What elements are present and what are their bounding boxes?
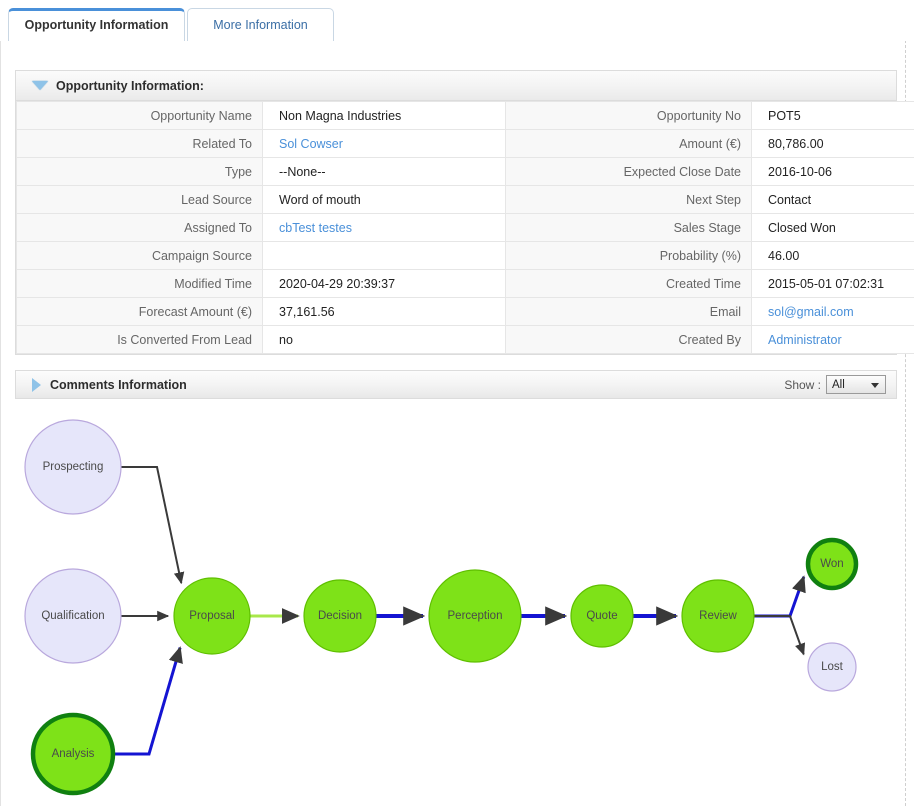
- section-header[interactable]: Opportunity Information:: [16, 71, 896, 101]
- field-label: Type: [16, 157, 263, 186]
- node-circle[interactable]: [570, 584, 634, 648]
- field-value[interactable]: cbTest testes: [262, 213, 506, 242]
- flow-edge-review-to-lost: [754, 615, 806, 656]
- field-label: Lead Source: [16, 185, 263, 214]
- flow-node-proposal[interactable]: Proposal: [173, 577, 251, 655]
- field-label: Is Converted From Lead: [16, 325, 263, 354]
- field-value: Closed Won: [751, 213, 914, 242]
- node-circle[interactable]: [30, 712, 116, 796]
- tab-label: More Information: [213, 18, 308, 32]
- field-value: --None--: [262, 157, 506, 186]
- tab-opportunity-information[interactable]: Opportunity Information: [8, 8, 185, 41]
- field-value: Word of mouth: [262, 185, 506, 214]
- flow-edge-review-to-won: [754, 575, 806, 618]
- flow-node-analysis[interactable]: Analysis: [30, 712, 116, 796]
- chevron-down-icon: [871, 383, 879, 388]
- field-label: Email: [505, 297, 752, 326]
- field-value: Non Magna Industries: [262, 101, 506, 130]
- node-circle[interactable]: [24, 568, 122, 664]
- show-select[interactable]: All: [826, 375, 886, 394]
- field-label: Amount (€): [505, 129, 752, 158]
- field-value: Contact: [751, 185, 914, 214]
- flow-node-decision[interactable]: Decision: [303, 579, 377, 653]
- field-value: 80,786.00: [751, 129, 914, 158]
- section-title: Opportunity Information:: [56, 78, 204, 93]
- triangle-down-icon[interactable]: [32, 81, 48, 90]
- field-value-link[interactable]: sol@gmail.com: [768, 304, 854, 319]
- field-label: Opportunity No: [505, 101, 752, 130]
- field-value: 37,161.56: [262, 297, 506, 326]
- tab-label: Opportunity Information: [24, 18, 169, 32]
- field-label: Modified Time: [16, 269, 263, 298]
- field-label: Probability (%): [505, 241, 752, 270]
- flow-edge-analysis-to-proposal: [113, 646, 183, 756]
- table-row: Related To Sol Cowser Amount (€)80,786.00: [16, 129, 914, 158]
- field-value: [262, 241, 506, 270]
- field-label: Related To: [16, 129, 263, 158]
- field-value-link[interactable]: Sol Cowser: [279, 136, 343, 151]
- comments-information-header[interactable]: Comments Information Show : All: [15, 370, 897, 399]
- field-label: Sales Stage: [505, 213, 752, 242]
- node-circle[interactable]: [807, 642, 857, 692]
- node-circle[interactable]: [805, 537, 859, 591]
- flow-edge-prospecting-to-proposal: [121, 466, 185, 585]
- tab-more-information[interactable]: More Information: [187, 8, 334, 41]
- flow-node-qualification[interactable]: Qualification: [24, 568, 122, 664]
- node-circle[interactable]: [24, 419, 122, 515]
- node-circle[interactable]: [303, 579, 377, 653]
- flow-node-won[interactable]: Won: [805, 537, 859, 591]
- field-value[interactable]: Sol Cowser: [262, 129, 506, 158]
- table-row: Campaign Source Probability (%)46.00: [16, 241, 914, 270]
- page-left-border: [0, 30, 1, 806]
- field-value: 2016-10-06: [751, 157, 914, 186]
- flow-node-quote[interactable]: Quote: [570, 584, 634, 648]
- field-label: Next Step: [505, 185, 752, 214]
- tab-bar: Opportunity Information More Information: [0, 0, 914, 41]
- node-circle[interactable]: [428, 569, 522, 663]
- field-value: 2015-05-01 07:02:31: [751, 269, 914, 298]
- field-value-link[interactable]: Administrator: [768, 332, 842, 347]
- flow-node-review[interactable]: Review: [681, 579, 755, 653]
- field-label: Forecast Amount (€): [16, 297, 263, 326]
- field-label: Expected Close Date: [505, 157, 752, 186]
- field-label: Created Time: [505, 269, 752, 298]
- flow-node-prospecting[interactable]: Prospecting: [24, 419, 122, 515]
- field-label: Assigned To: [16, 213, 263, 242]
- field-label: Opportunity Name: [16, 101, 263, 130]
- flow-node-perception[interactable]: Perception: [428, 569, 522, 663]
- field-value: 2020-04-29 20:39:37: [262, 269, 506, 298]
- show-label: Show :: [784, 377, 821, 392]
- field-value: POT5: [751, 101, 914, 130]
- field-value: 46.00: [751, 241, 914, 270]
- show-filter-group: Show : All: [784, 375, 886, 394]
- page-right-dashed-divider: [905, 35, 906, 806]
- show-select-value: All: [832, 378, 845, 391]
- opportunity-information-panel: Opportunity Information: Opportunity Nam…: [15, 70, 914, 355]
- field-label: Campaign Source: [16, 241, 263, 270]
- node-circle[interactable]: [173, 577, 251, 655]
- comments-title: Comments Information: [50, 377, 187, 392]
- flow-node-lost[interactable]: Lost: [807, 642, 857, 692]
- field-label: Created By: [505, 325, 752, 354]
- field-value: no: [262, 325, 506, 354]
- node-circle[interactable]: [681, 579, 755, 653]
- field-value-link[interactable]: cbTest testes: [279, 220, 352, 235]
- flow-edges: [113, 466, 806, 756]
- triangle-right-icon[interactable]: [32, 377, 41, 392]
- field-value[interactable]: sol@gmail.com: [751, 297, 914, 326]
- field-value[interactable]: Administrator: [751, 325, 914, 354]
